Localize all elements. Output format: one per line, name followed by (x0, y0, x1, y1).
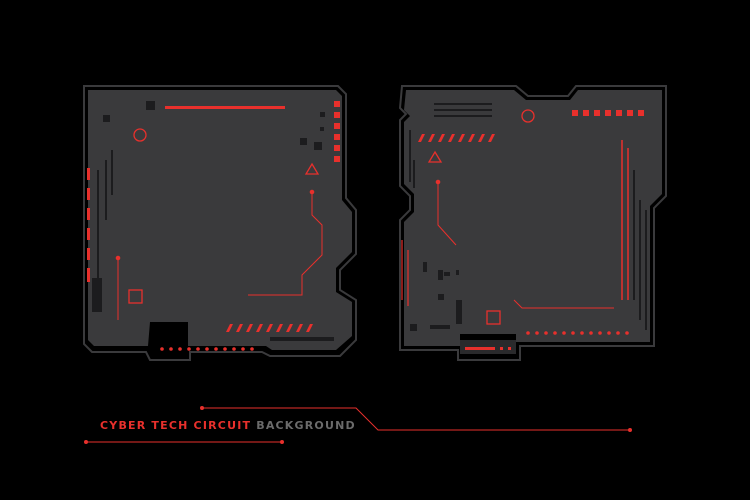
right-hud-panel (398, 85, 667, 361)
right-dark-blocks (410, 262, 462, 331)
left-hud-panel (83, 85, 357, 361)
right-circle-icon (521, 109, 535, 123)
caption-upper-line (202, 407, 630, 431)
caption-title: CYBER TECH CIRCUIT BACKGROUND (100, 419, 356, 432)
left-red-square-column (334, 101, 340, 162)
caption-lower-left-dot (84, 440, 88, 444)
caption-upper-right-dot (628, 428, 632, 432)
right-panel-body (404, 90, 662, 346)
right-left-edge-lines (401, 240, 409, 306)
right-bottom-small-ticks (500, 347, 511, 350)
left-panel-outline (83, 85, 357, 361)
left-circle-icon (133, 128, 147, 142)
left-panel-body (88, 90, 352, 350)
left-edge-red-dashes (87, 168, 90, 282)
left-square-b (103, 115, 110, 122)
left-side-notch (92, 278, 102, 312)
left-outline-square (128, 289, 143, 304)
left-vertical-lines (97, 150, 113, 290)
right-circuit-trace (435, 179, 614, 309)
caption-rest: BACKGROUND (256, 419, 356, 432)
right-bottom-dots (526, 331, 629, 335)
right-slanted-stripes (418, 134, 495, 142)
left-triangle-icon (304, 162, 320, 175)
left-circuit-trace (115, 189, 323, 320)
caption-lower-right-dot (280, 440, 284, 444)
left-square-a (146, 101, 155, 110)
right-bottom-red-bar (465, 347, 495, 350)
left-bottom-dark-bar (270, 337, 334, 341)
left-slanted-stripes (226, 324, 313, 332)
right-top-red-squares (572, 110, 644, 116)
right-vertical-lines (409, 130, 647, 330)
right-top-lines (434, 103, 492, 117)
right-outline-square (486, 310, 501, 325)
right-panel-outline (398, 85, 667, 361)
caption-upper-left-dot (200, 406, 204, 410)
caption-highlight: CYBER TECH CIRCUIT (100, 419, 252, 432)
left-bottom-dots (160, 347, 254, 351)
left-top-red-bar (165, 106, 285, 109)
right-red-verticals (621, 140, 629, 300)
right-triangle-icon (427, 150, 443, 163)
left-dark-squares (300, 112, 325, 150)
caption-circuit-lines (84, 406, 632, 444)
